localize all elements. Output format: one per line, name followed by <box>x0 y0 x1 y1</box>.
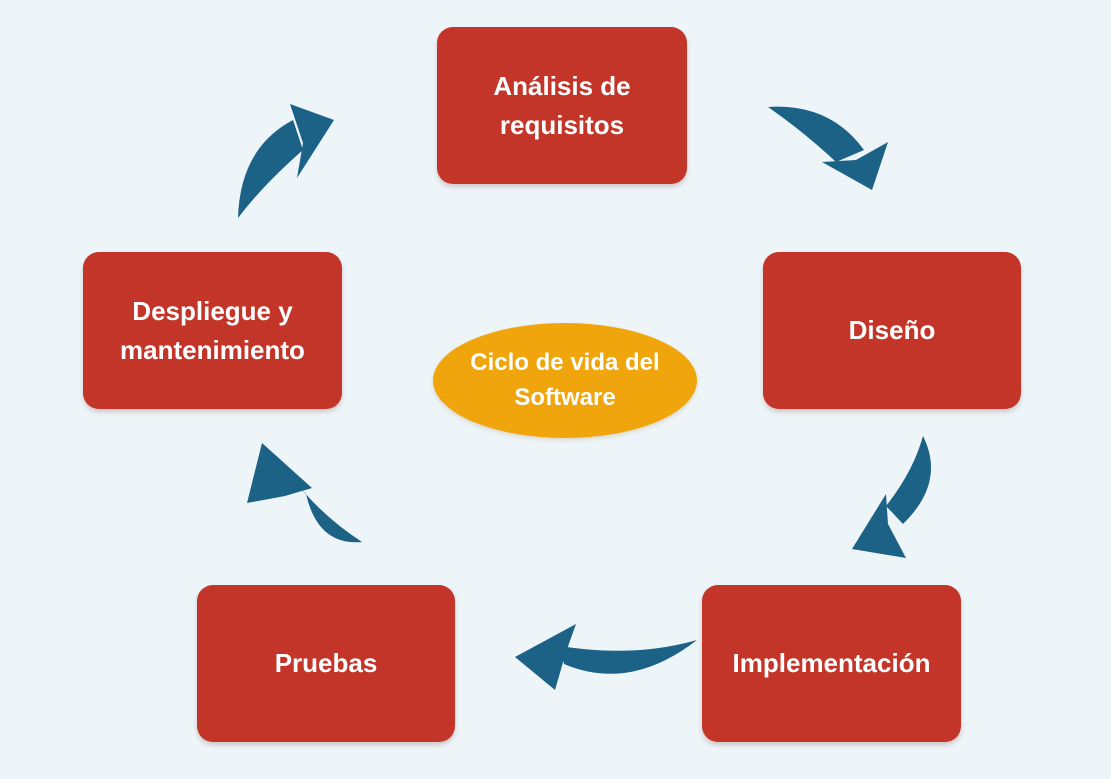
stage-despliegue: Despliegue y mantenimiento <box>83 252 342 409</box>
stage-label: Implementación <box>732 648 931 678</box>
arrow-pruebas-to-despliegue <box>247 443 362 543</box>
stage-label: Análisis de requisitos <box>493 70 631 140</box>
stage-label: Pruebas <box>274 648 378 678</box>
stage-implementacion: Implementación <box>702 585 961 742</box>
stage-diseno: Diseño <box>763 252 1021 409</box>
stage-label: Diseño <box>848 315 936 345</box>
cycle-title-ellipse: Ciclo de vida del Software <box>433 323 697 438</box>
stage-analisis: Análisis de requisitos <box>437 27 687 184</box>
arrow-implementacion-to-pruebas <box>515 624 697 690</box>
arrow-diseno-to-implementacion <box>852 436 932 558</box>
stage-label: Despliegue y mantenimiento <box>120 295 305 365</box>
cycle-title: Ciclo de vida del Software <box>470 348 660 411</box>
arrow-analisis-to-diseno <box>768 106 888 190</box>
arrow-despliegue-to-analisis <box>238 104 334 218</box>
stage-pruebas: Pruebas <box>197 585 455 742</box>
